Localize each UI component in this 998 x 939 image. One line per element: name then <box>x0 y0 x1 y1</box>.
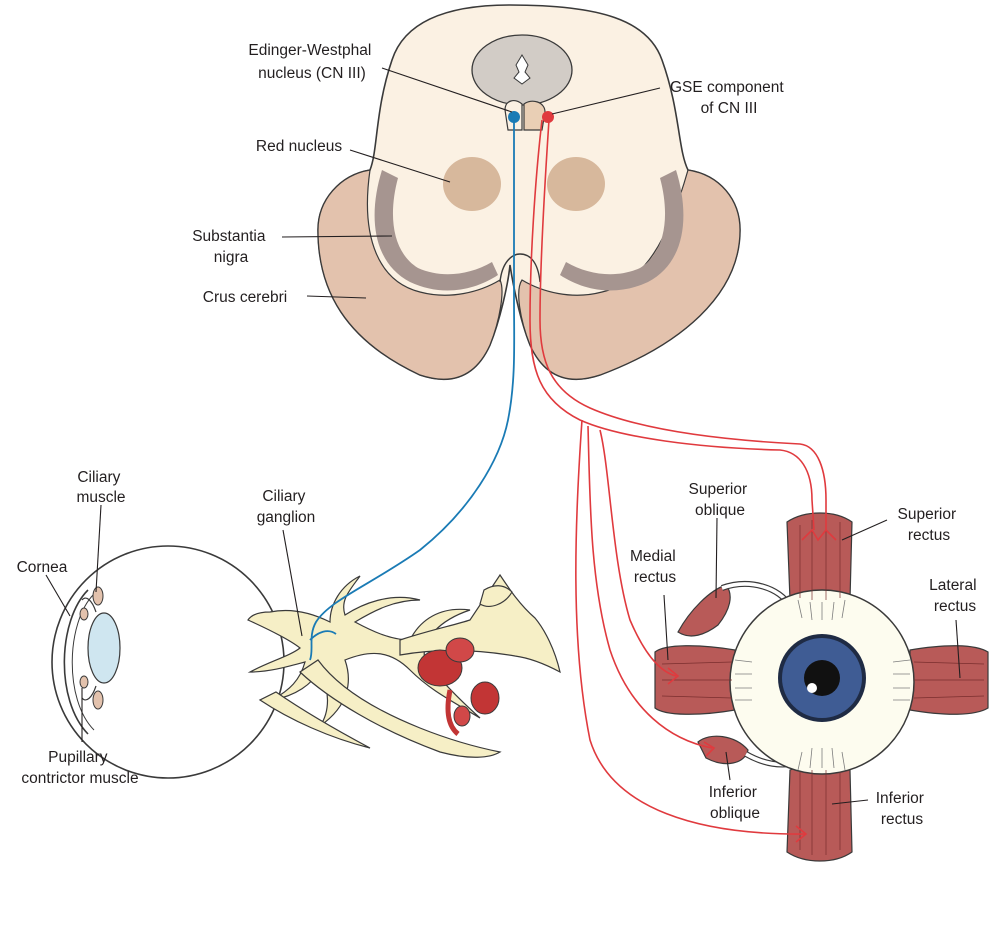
label-red-nucleus-l1: Red nucleus <box>256 138 342 155</box>
vessel-5 <box>445 689 460 736</box>
red-branch-medial-rectus <box>599 429 677 677</box>
eye-highlight <box>807 683 817 693</box>
red-fiber-b <box>539 119 827 530</box>
gse-dot <box>542 111 554 123</box>
vessel-4 <box>453 705 471 727</box>
arrow-superior-rectus <box>801 528 837 542</box>
arrow-medial-rectus <box>667 667 680 685</box>
label-superior-rectus-l2: rectus <box>908 527 950 544</box>
label-cornea: Cornea <box>17 559 68 576</box>
iris-upper <box>81 597 97 613</box>
tendon-fibers <box>734 599 911 771</box>
cerebral-aqueduct <box>513 54 531 85</box>
inferior-oblique-muscle <box>697 735 749 765</box>
cornea-inner <box>71 593 95 731</box>
label-inferior-oblique-l1: Inferior <box>709 784 757 801</box>
vessel-3 <box>470 681 500 715</box>
red-branch-inferior-rectus <box>575 419 806 835</box>
label-ciliary-ganglion-l1: Ciliary <box>262 488 305 505</box>
blue-fiber <box>309 119 516 661</box>
label-edinger-westphal-l2: nucleus (CN III) <box>258 65 366 82</box>
crus-cerebri-left <box>317 169 503 380</box>
label-superior-rectus-l1: Superior <box>898 506 957 523</box>
eyeball-globe <box>51 545 285 779</box>
label-red-nucleus: Red nucleus <box>256 138 342 155</box>
label-ciliary-muscle: Ciliary muscle <box>76 469 125 506</box>
label-inferior-oblique-l2: oblique <box>710 805 760 822</box>
nerve-branch-lower <box>299 659 502 758</box>
somatic-motor-pathway <box>529 119 837 843</box>
red-branch-inferior-oblique <box>587 425 713 749</box>
label-ciliary-muscle-l2: muscle <box>76 489 125 506</box>
leader-lines <box>45 67 961 805</box>
label-medial-rectus-l2: rectus <box>634 569 676 586</box>
label-inferior-oblique: Inferior oblique <box>709 784 762 822</box>
substantia-nigra-right <box>560 170 684 291</box>
labels: Edinger-Westphal nucleus (CN III) GSE co… <box>17 42 981 828</box>
label-edinger-westphal: Edinger-Westphal nucleus (CN III) <box>248 42 375 82</box>
label-edinger-westphal-l1: Edinger-Westphal <box>248 42 371 59</box>
label-superior-oblique-l1: Superior <box>689 481 748 498</box>
label-substantia-nigra-l1: Substantia <box>192 228 266 245</box>
label-inferior-rectus-l2: rectus <box>881 811 923 828</box>
label-superior-oblique-l2: oblique <box>695 502 745 519</box>
label-lateral-rectus: Lateral rectus <box>929 577 981 615</box>
label-ciliary-ganglion: Ciliary ganglion <box>257 488 316 526</box>
substantia-nigra-left <box>374 170 498 291</box>
gse-nucleus <box>523 100 546 131</box>
label-pupillary-constrictor: Pupillary contrictor muscle <box>21 749 138 787</box>
arrow-inferior-oblique <box>703 741 716 757</box>
nerve-branch-long <box>258 691 371 749</box>
label-pupillary-constrictor-l1: Pupillary <box>48 749 108 766</box>
interpeduncular-fossa <box>499 253 541 283</box>
label-lateral-rectus-l2: rectus <box>934 598 976 615</box>
ciliary-nerve-plexus <box>247 573 561 758</box>
label-crus-cerebri: Crus cerebri <box>203 289 287 306</box>
label-gse-component-l2: of CN III <box>701 100 758 117</box>
parasympathetic-pathway <box>309 119 516 661</box>
label-ciliary-ganglion-l2: ganglion <box>257 509 316 526</box>
label-medial-rectus-l1: Medial <box>630 548 676 565</box>
red-nucleus-right <box>547 157 605 211</box>
cornea <box>63 589 89 735</box>
iris-lower <box>81 685 97 701</box>
lens <box>87 612 121 684</box>
nerve-trunk <box>399 573 561 674</box>
ciliary-body-upper <box>92 586 104 606</box>
short-ciliary-nerves <box>247 575 481 727</box>
label-superior-rectus: Superior rectus <box>898 506 961 544</box>
ciliary-body-lower <box>92 690 104 710</box>
label-cornea-l1: Cornea <box>17 559 68 576</box>
arrow-inferior-rectus <box>795 825 808 843</box>
optic-stalk <box>479 585 513 607</box>
label-substantia-nigra-l2: nigra <box>214 249 249 266</box>
label-crus-cerebri-l1: Crus cerebri <box>203 289 287 306</box>
label-lateral-rectus-l1: Lateral <box>929 577 976 594</box>
ophthalmic-vessels <box>417 637 500 736</box>
edinger-westphal-dot <box>508 111 520 123</box>
midbrain-cross-section <box>317 4 741 380</box>
label-gse-component-l1: GSE component <box>670 79 784 96</box>
superior-oblique-muscle <box>677 584 731 637</box>
label-medial-rectus: Medial rectus <box>630 548 680 586</box>
blue-fiber-branch <box>309 630 337 641</box>
label-gse-component: GSE component of CN III <box>670 79 788 117</box>
eye-front-view <box>654 512 989 862</box>
constrictor-lower <box>79 675 89 689</box>
vessel-2 <box>445 637 475 663</box>
label-pupillary-constrictor-l2: contrictor muscle <box>21 770 138 787</box>
eyeball-side-view <box>51 545 285 779</box>
label-inferior-rectus: Inferior rectus <box>876 790 929 828</box>
label-superior-oblique: Superior oblique <box>689 481 752 519</box>
label-inferior-rectus-l1: Inferior <box>876 790 924 807</box>
red-nucleus-left <box>443 157 501 211</box>
constrictor-upper <box>79 607 89 621</box>
inferior-rectus-muscle <box>786 763 853 862</box>
red-fiber-a <box>529 119 815 531</box>
label-substantia-nigra: Substantia nigra <box>192 228 270 266</box>
label-ciliary-muscle-l1: Ciliary <box>77 469 120 486</box>
